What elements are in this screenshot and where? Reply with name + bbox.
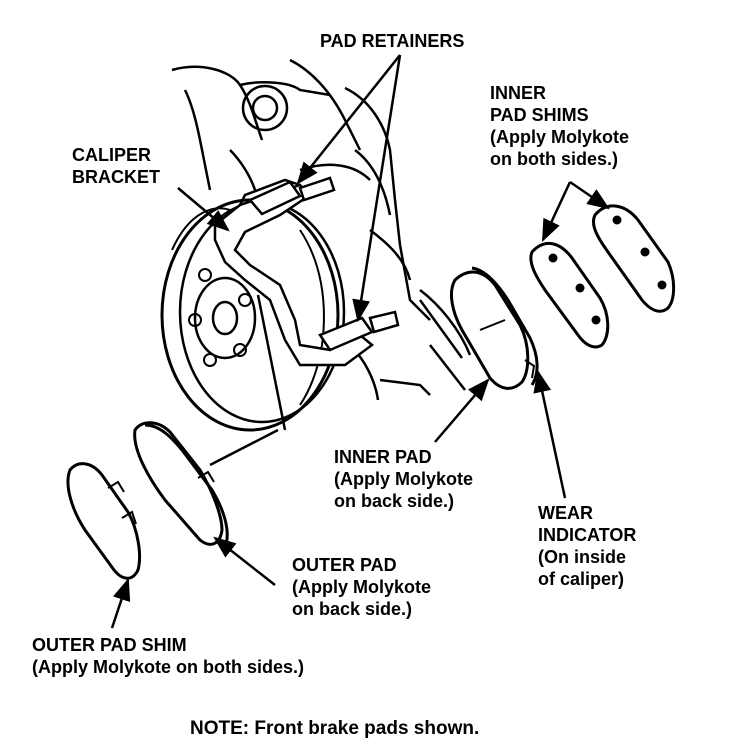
label-caliper-bracket: CALIPER BRACKET (72, 144, 160, 188)
label-line: OUTER PAD SHIM (32, 635, 187, 655)
note-text: NOTE: Front brake pads shown. (190, 718, 480, 739)
arrow-inner-shim-back (569, 180, 610, 210)
caliper-bracket (213, 178, 375, 367)
label-line: (Apply Molykote (334, 469, 474, 489)
leader-lines (110, 54, 610, 629)
label-line: INNER (490, 83, 547, 103)
label-wear-indicator: WEAR INDICATOR (On inside of caliper) (538, 502, 636, 590)
arrow-caliper-bracket (177, 187, 230, 232)
arrow-pad-retainer-upper (296, 54, 401, 185)
inner-pad-shim-back (592, 204, 676, 313)
label-line: OUTER PAD (292, 555, 397, 575)
label-line: of caliper) (538, 569, 625, 589)
pad-retainer-lower (318, 310, 400, 352)
arrow-pad-retainer-lower (352, 54, 402, 323)
label-line: (Apply Molykote on both sides.) (32, 657, 305, 677)
label-line: (On inside (538, 547, 627, 567)
label-outer-pad: OUTER PAD (Apply Molykote on back side.) (292, 554, 431, 620)
label-inner-pad: INNER PAD (Apply Molykote on back side.) (334, 446, 473, 512)
label-outer-pad-shim: OUTER PAD SHIM (Apply Molykote on both s… (32, 634, 304, 678)
label-line: on both sides.) (490, 149, 618, 169)
inner-pad-shim-front (529, 242, 610, 349)
label-inner-pad-shims: INNER PAD SHIMS (Apply Molykote on both … (490, 82, 629, 170)
arrow-inner-pad (434, 378, 490, 443)
arrow-outer-pad (213, 536, 276, 586)
outer-pad (133, 421, 229, 546)
label-pad-retainers: PAD RETAINERS (320, 31, 465, 51)
arrow-wear-indicator (533, 369, 567, 499)
outer-pad-shim (66, 462, 142, 580)
arrow-outer-pad-shim (110, 577, 131, 629)
label-line: BRACKET (72, 167, 160, 187)
label-line: INNER PAD (334, 447, 432, 467)
arrow-inner-shim-front (541, 181, 572, 243)
pad-retainer-upper (247, 176, 336, 216)
label-line: on back side.) (334, 491, 455, 511)
label-line: INDICATOR (538, 525, 637, 545)
label-line: WEAR (538, 503, 593, 523)
brake-rotor (160, 198, 346, 432)
inner-pad (450, 266, 539, 390)
label-line: PAD SHIMS (490, 105, 589, 125)
label-line: on back side.) (292, 599, 413, 619)
label-line: (Apply Molykote (490, 127, 630, 147)
label-line: CALIPER (72, 145, 152, 165)
label-line: (Apply Molykote (292, 577, 432, 597)
